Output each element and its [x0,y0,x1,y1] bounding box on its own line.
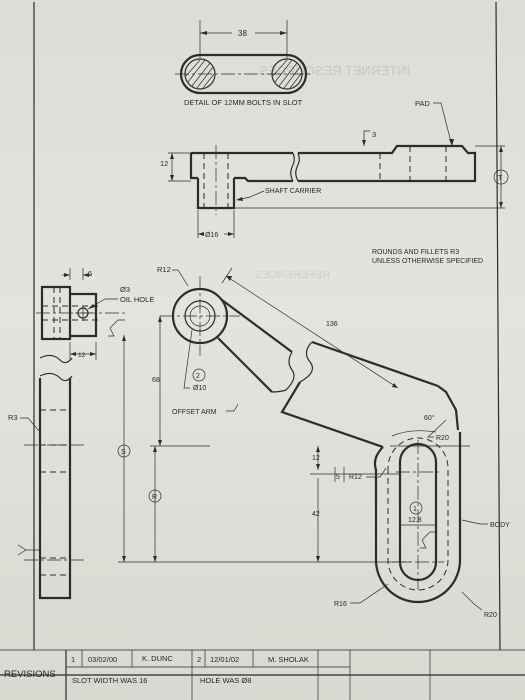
bubble-2: 2 [196,373,200,380]
revisions-block: REVISIONS 1 03/02/00 K. DUNC SLOT WIDTH … [0,650,525,700]
bolt-detail: 38 DETAIL OF 12MM BOLTS IN SLOT [175,20,312,107]
note-rounds-fillets: ROUNDS AND FILLETS R3 [372,249,459,256]
watermark-internet-resources: INTERNET RESOURCES [259,63,410,78]
dim-136: 136 [326,321,338,328]
dim-r: R [152,494,157,501]
dim-6: 6 [88,269,92,278]
title-block-lines [0,649,525,700]
r20-top: R20 [436,435,449,442]
dim-shaft-dia: Ø16 [205,232,218,239]
rev1-author: K. DUNC [142,654,173,663]
revisions-label: REVISIONS [4,669,56,680]
dim-42: 42 [312,511,320,518]
dim-thickness: 12 [160,159,168,168]
note-unless-specified: UNLESS OTHERWISE SPECIFIED [372,258,483,265]
rev2-date: 12/01/02 [210,655,240,664]
r16: R16 [334,601,347,608]
dia-10: Ø10 [193,385,206,392]
rev2-note: HOLE WAS Ø8 [200,676,252,685]
watermark-references: REFERENCES [255,269,330,281]
dim-68: 68 [152,377,160,384]
dim-12-8: 12.8 [408,517,422,524]
bubble-1: 1 [413,506,417,513]
top-view: PAD 3 12 [160,99,509,239]
dim-5: 5 [336,474,340,481]
rev1-note: SLOT WIDTH WAS 16 [72,676,148,685]
rev2-author: M. SHOLAK [268,655,309,664]
dim-bolt-spacing: 38 [238,29,247,38]
detail-title: DETAIL OF 12MM BOLTS IN SLOT [184,98,303,107]
shaft-carrier-label: SHAFT CARRIER [265,188,321,195]
offset-arm-label: OFFSET ARM [172,409,217,416]
rev2-number: 2 [197,655,202,664]
border-right [495,1,501,651]
dim-12-body: 12 [312,455,320,462]
dim-12-side: 12 [78,352,86,359]
radius-r3: R3 [8,413,18,422]
body-label: BODY [490,522,510,529]
r20-bottom: R20 [484,612,497,619]
dim-t-symbol: T [498,175,503,182]
rev1-date: 03/02/00 [88,655,118,664]
rev1-number: 1 [71,655,76,664]
r12-body: R12 [349,474,362,481]
oil-hole-dia: Ø3 [120,285,130,294]
oil-hole-label: OIL HOLE [120,295,154,304]
dim-s: S [121,449,126,456]
front-view: R12 136 2 Ø10 68 OFFSET ARM [117,265,510,619]
angle-60: 60° [424,414,435,422]
dim-pad-height: 3 [372,130,376,139]
side-view: 6 Ø3 OIL HOLE 12 [8,268,154,600]
r12-top: R12 [157,265,171,274]
pad-label: PAD [415,99,430,108]
